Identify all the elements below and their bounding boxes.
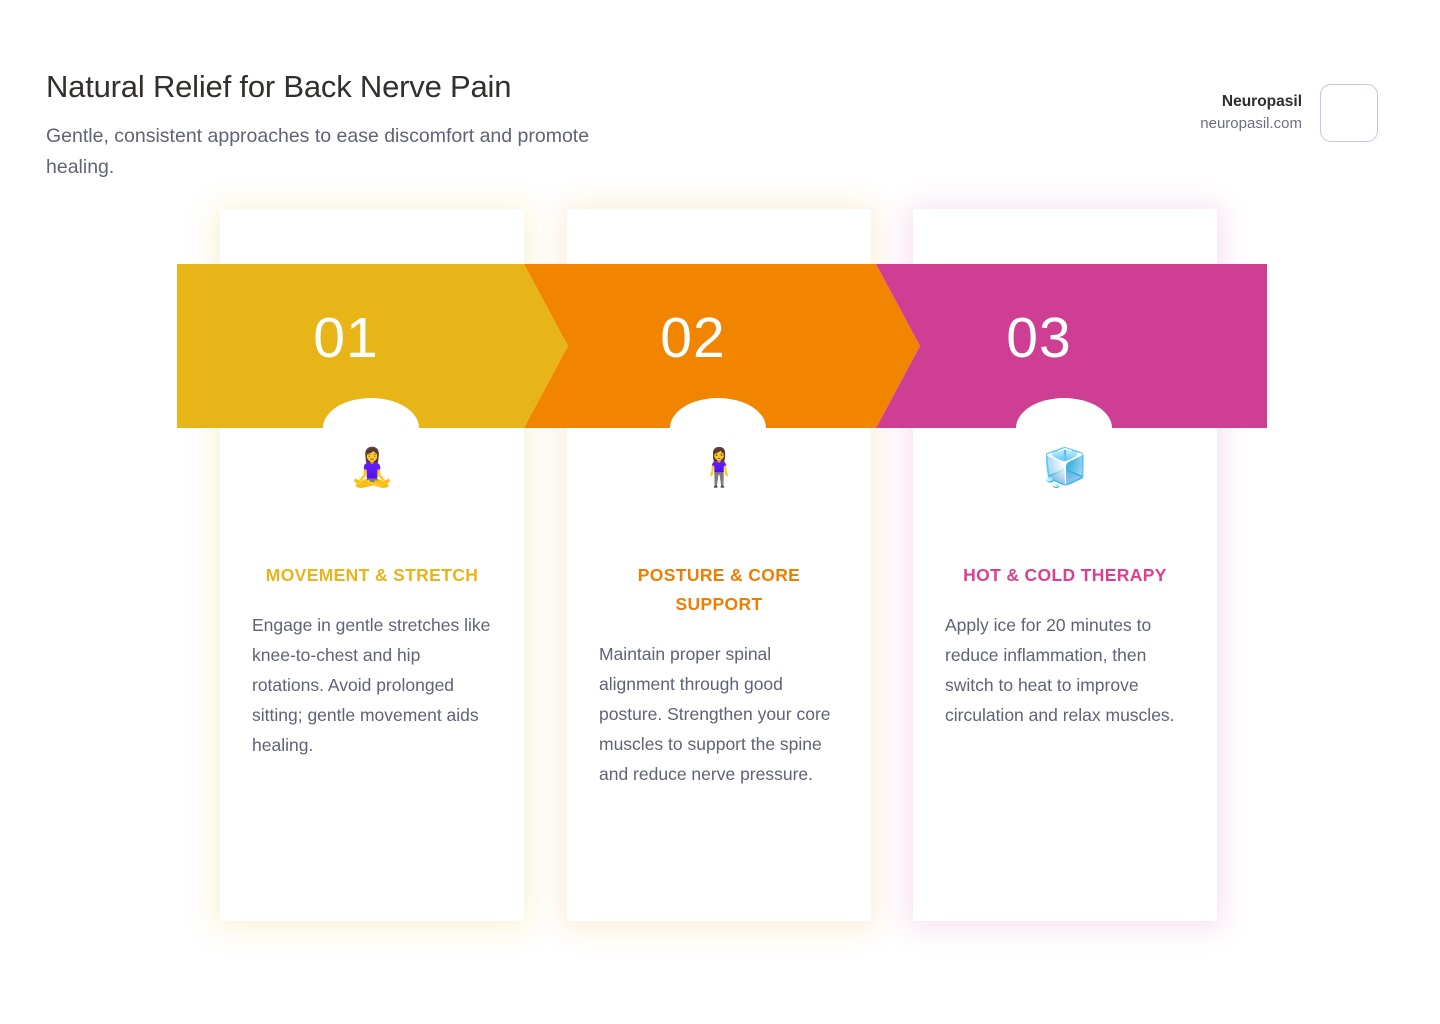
step-number: 02 [660,305,726,370]
brand-text: Neuropasil neuropasil.com [1200,91,1302,135]
page-subtitle: Gentle, consistent approaches to ease di… [46,124,590,179]
chevron-segment-2 [524,264,920,428]
ice-cube-icon: 🧊 [1041,447,1089,488]
chevron-step-band: 01 02 03 [177,264,1267,428]
step-card-body: 🧊 Hot & Cold Therapy Apply ice for 20 mi… [913,449,1217,730]
brand-block: Neuropasil neuropasil.com [1200,84,1378,142]
page-header: Natural Relief for Back Nerve Pain Gentl… [46,68,746,184]
step-card-body: 🧍‍♀️ Posture & Core Support Maintain pro… [567,449,871,789]
step-card-text: Engage in gentle stretches like knee-to-… [252,614,491,756]
step-card-heading: Movement & Stretch [265,565,479,585]
step-number: 03 [1006,305,1072,370]
step-card-heading: Hot & Cold Therapy [963,565,1167,585]
step-number: 01 [313,305,379,370]
standing-woman-icon: 🧍‍♀️ [695,447,743,488]
woman-in-lotus-position-icon: 🧘‍♀️ [348,447,396,488]
step-card-text: Maintain proper spinal alignment through… [599,643,831,785]
page-title: Natural Relief for Back Nerve Pain [46,69,512,104]
brand-name: Neuropasil [1221,92,1302,110]
chevron-segment-1 [177,264,568,428]
step-card-heading: Posture & Core Support [637,565,801,614]
step-card-body: 🧘‍♀️ Movement & Stretch Engage in gentle… [220,449,524,760]
logo-placeholder-square-icon [1320,84,1378,142]
chevron-band-graphic [177,264,1267,428]
chevron-segment-3 [876,264,1267,428]
brand-url: neuropasil.com [1200,115,1302,133]
step-card-text: Apply ice for 20 minutes to reduce infla… [945,614,1175,726]
